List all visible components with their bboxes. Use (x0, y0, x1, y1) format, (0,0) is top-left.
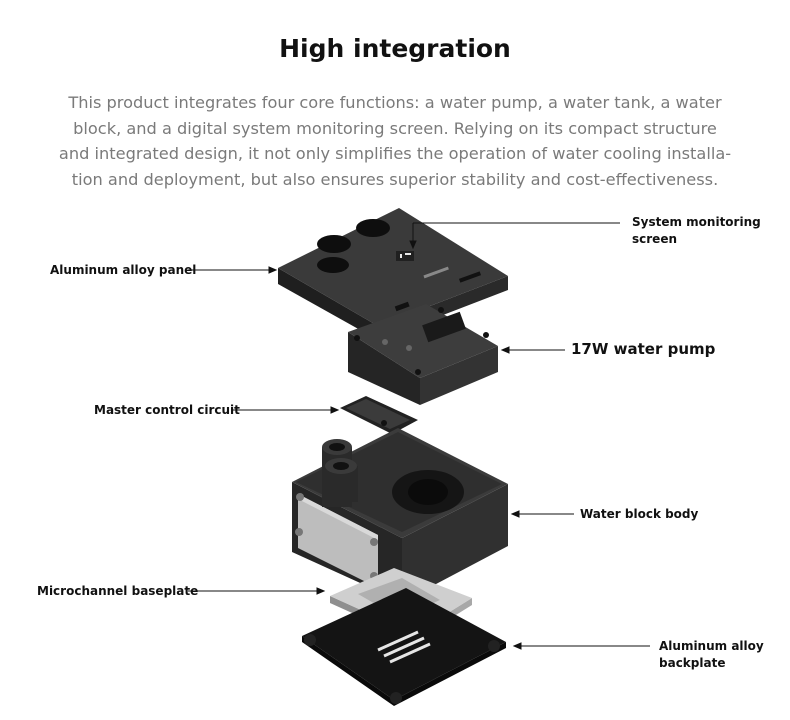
callout-water-block-body: Water block body (580, 506, 698, 523)
description-line: block, and a digital system monitoring s… (73, 118, 717, 138)
callout-label: 17W water pump (571, 340, 716, 358)
water-block-illustration (292, 428, 508, 602)
callout-label: Master control circuit (94, 403, 240, 417)
description-line: tion and deployment, but also ensures su… (71, 169, 719, 189)
callout-label: Aluminum alloy panel (50, 263, 197, 277)
water-pump-illustration (348, 304, 498, 405)
callout-label: screen (632, 232, 677, 246)
callout-label: System monitoring (632, 215, 761, 229)
callout-aluminum-backplate: Aluminum alloy backplate (659, 638, 764, 672)
description-line: and integrated design, it not only simpl… (58, 144, 732, 164)
callout-aluminum-panel: Aluminum alloy panel (50, 262, 196, 279)
backplate-illustration (302, 588, 506, 706)
callout-label: backplate (659, 656, 726, 670)
callout-label: Microchannel baseplate (37, 584, 199, 598)
callout-label: Aluminum alloy (659, 639, 764, 653)
callout-water-pump: 17W water pump (571, 341, 715, 358)
control-circuit-illustration (340, 396, 418, 434)
callout-label: Water block body (580, 507, 699, 521)
callout-master-control-circuit: Master control circuit (94, 402, 240, 419)
description: This product integrates four core functi… (58, 90, 732, 192)
page-title: High integration (279, 34, 511, 63)
callout-system-monitoring-screen: System monitoring screen (632, 214, 761, 248)
leader-lines (188, 222, 650, 650)
aluminum-panel-illustration (278, 208, 508, 340)
callout-microchannel-baseplate: Microchannel baseplate (37, 583, 198, 600)
description-line: This product integrates four core functi… (68, 93, 722, 112)
